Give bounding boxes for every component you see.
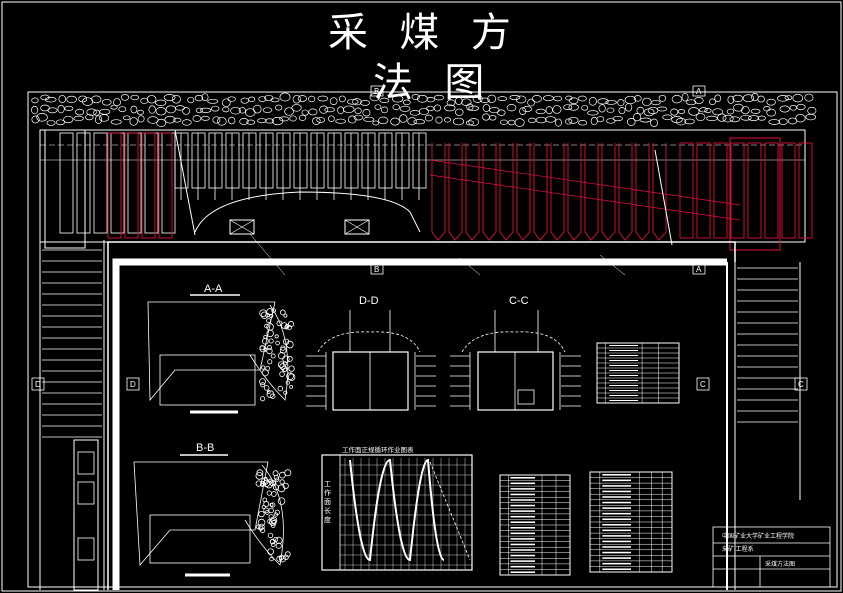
title-block-drawing: 采煤方法图 bbox=[765, 560, 795, 568]
section-dd-label: D-D bbox=[359, 295, 379, 307]
cycle-chart-title: 工作面正规循环作业图表 bbox=[342, 445, 414, 454]
marker-a-top: A bbox=[696, 87, 702, 96]
section-bb bbox=[133, 454, 292, 577]
table-bottom-right bbox=[589, 471, 673, 573]
section-bb-label: B-B bbox=[196, 442, 214, 454]
title-block-dept: 采矿 工程系 bbox=[722, 545, 754, 553]
section-cc-label: C-C bbox=[509, 295, 529, 307]
cycle-operation-chart bbox=[321, 454, 473, 571]
marker-c-right: C bbox=[798, 380, 804, 389]
section-aa-label: A-A bbox=[204, 283, 223, 295]
caved-rock-band bbox=[31, 92, 817, 127]
table-top-right bbox=[596, 342, 680, 404]
section-aa bbox=[147, 294, 296, 414]
marker-d-left: D bbox=[35, 380, 41, 389]
cycle-chart-ylabel: 工 作 面 长 度 bbox=[324, 480, 332, 524]
right-gate-road bbox=[734, 262, 801, 590]
longwall-face-section bbox=[39, 129, 813, 251]
section-dd bbox=[306, 310, 436, 411]
title-block-org: 中国矿业大学矿业工程学院 bbox=[722, 532, 794, 540]
marker-b-top: B bbox=[374, 87, 379, 96]
left-gate-road bbox=[39, 240, 105, 591]
section-cc bbox=[450, 310, 581, 411]
marker-d-right: D bbox=[130, 380, 136, 389]
title-block bbox=[712, 526, 831, 588]
drawing-title-line1: 采 煤 方 bbox=[328, 10, 513, 56]
marker-c-left: C bbox=[700, 380, 706, 389]
roadway-outline bbox=[107, 241, 736, 590]
marker-b-bottom: B bbox=[374, 265, 379, 274]
marker-a-bottom: A bbox=[696, 265, 702, 274]
table-bottom-mid bbox=[499, 474, 571, 576]
inner-frame bbox=[27, 91, 838, 588]
